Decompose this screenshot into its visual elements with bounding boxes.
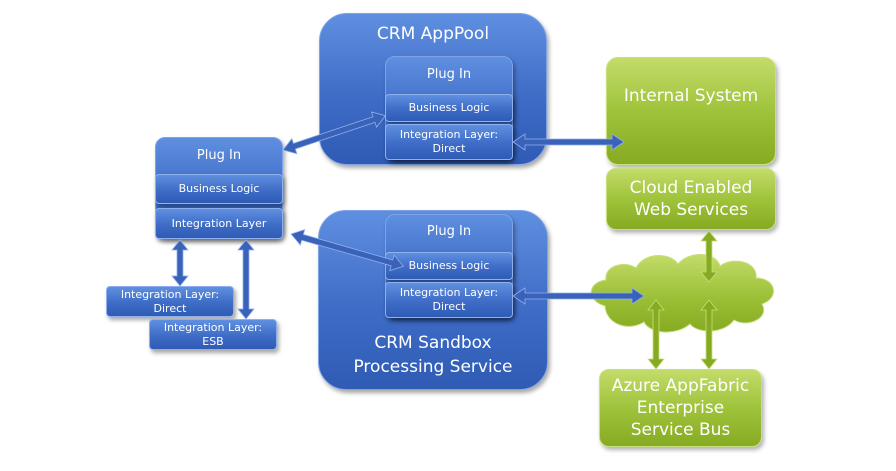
arrow-apppool-to-internal bbox=[512, 133, 625, 151]
left-integration-layer: Integration Layer bbox=[155, 208, 283, 239]
azure-line3: Service Bus bbox=[630, 420, 731, 440]
arrow-cloud-to-azure-left bbox=[647, 299, 665, 370]
azure-line2: Enterprise bbox=[636, 398, 725, 418]
left-direct-box: Integration Layer: Direct bbox=[106, 286, 234, 317]
cloud-icon bbox=[590, 254, 774, 333]
left-direct-line2: Direct bbox=[153, 301, 187, 315]
sandbox-integration-line1: Integration Layer: bbox=[399, 286, 499, 299]
arrow-cloud-to-azure-right bbox=[700, 299, 718, 370]
crm-sandbox-title-line1: CRM Sandbox bbox=[374, 333, 492, 353]
arrow-cloud-services-to-cloud bbox=[700, 230, 718, 283]
sandbox-plugin-title: Plug In bbox=[426, 224, 472, 239]
crm-sandbox-title-line2: Processing Service bbox=[353, 357, 513, 377]
left-plugin-title: Plug In bbox=[196, 148, 242, 163]
arrow-left-to-esb bbox=[237, 239, 255, 320]
azure-appfabric-box: Azure AppFabric Enterprise Service Bus bbox=[599, 369, 762, 447]
left-direct-line1: Integration Layer: bbox=[120, 287, 220, 301]
apppool-integration-line1: Integration Layer: bbox=[399, 128, 499, 141]
arrow-sandbox-to-cloud bbox=[512, 287, 645, 305]
left-business-logic: Business Logic bbox=[155, 174, 283, 204]
left-esb-line1: Integration Layer: bbox=[163, 320, 263, 334]
internal-system-box: Internal System bbox=[606, 57, 776, 165]
apppool-plugin-title: Plug In bbox=[426, 67, 472, 82]
sandbox-integration-layer: Integration Layer: Direct bbox=[385, 282, 513, 318]
cloud-services-box: Cloud Enabled Web Services bbox=[606, 168, 776, 230]
left-esb-box: Integration Layer: ESB bbox=[149, 319, 277, 350]
crm-apppool-title: CRM AppPool bbox=[376, 24, 490, 44]
sandbox-integration-line2: Direct bbox=[432, 300, 466, 313]
arrow-left-to-apppool bbox=[282, 111, 387, 155]
arrow-left-to-direct bbox=[171, 239, 189, 287]
arrow-left-to-sandbox bbox=[290, 229, 405, 272]
sandbox-business-logic: Business Logic bbox=[385, 252, 513, 280]
apppool-business-logic: Business Logic bbox=[385, 94, 513, 122]
apppool-integration-layer: Integration Layer: Direct bbox=[385, 124, 513, 160]
azure-line1: Azure AppFabric bbox=[611, 376, 750, 396]
cloud-services-line1: Cloud Enabled bbox=[629, 178, 753, 198]
left-esb-line2: ESB bbox=[202, 334, 224, 348]
cloud-services-line2: Web Services bbox=[633, 200, 749, 220]
apppool-integration-line2: Direct bbox=[432, 142, 466, 155]
